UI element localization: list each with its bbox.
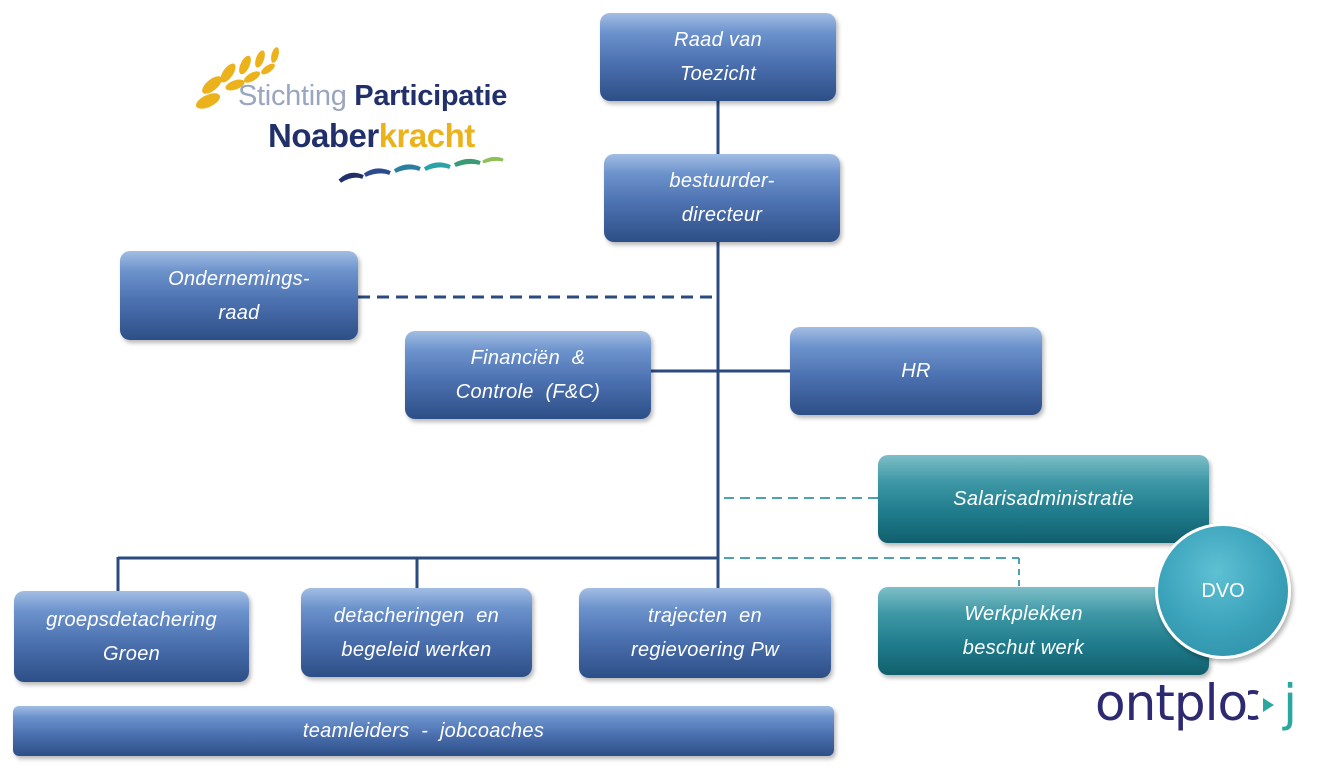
teamleiders-jobcoaches-bar: teamleiders - jobcoaches [13,706,834,756]
salarisadministratie-box: Salarisadministratie [878,455,1209,543]
bestuurder-line1: bestuurder- [669,170,775,192]
team-label: teamleiders - jobcoaches [302,720,545,742]
trajecten-regievoering-box: trajecten en regievoering Pw [579,588,831,678]
raad-line1: Raad van [673,29,762,51]
groeps-line1: groepsdetachering [46,608,217,631]
financien-controle-box: Financiën & Controle (F&C) [405,331,651,419]
ontplooj-main-text: ontplo [1095,674,1248,732]
or-line1: Ondernemings- [168,267,310,290]
traject-line2: regievoering Pw [631,639,779,661]
logo-noaber-text: Noaber [268,117,379,154]
or-line2: raad [218,301,260,324]
dvo-circle: DVO [1155,523,1291,659]
bestuurder-line2: directeur [681,204,763,226]
logo-line2: Noaberkracht [268,117,475,155]
ontplooj-play-icon [1248,690,1275,720]
ondernemingsraad-box: Ondernemings-raad [120,251,358,340]
logo-line1: Stichting Participatie [238,80,507,113]
raad-line2: Toezicht [679,63,757,85]
groeps-line2: Groen [102,642,161,665]
hr-label: HR [901,360,931,382]
ontplooj-end-text: j [1283,674,1297,732]
traject-line1: trajecten en [648,605,762,627]
logo-stichting-text: Stichting [238,80,347,112]
wheat-icon [195,47,279,109]
fc-line2: Controle (F&C) [455,381,601,403]
detach-line1: detacheringen en [333,604,500,627]
werkplekken-beschut-werk-box: Werkplekken beschut werk [878,587,1209,675]
bestuurder-directeur-box: bestuurder-directeur [604,154,840,242]
detach-line2: begeleid werken [341,638,492,661]
salaris-label: Salarisadministratie [953,488,1134,510]
waves-icon [338,156,504,183]
werk-line2: beschut werk [962,637,1085,659]
stichting-participatie-noaberkracht-logo: Stichting Participatie Noaberkracht [190,45,560,190]
fc-line1: Financiën & [470,347,586,369]
hr-box: HR [790,327,1042,415]
werk-line1: Werkplekken [964,603,1083,625]
dvo-label: DVO [1201,579,1245,602]
detacheringen-begeleid-werken-box: detacheringen en begeleid werken [301,588,532,677]
logo-participatie-text: Participatie [354,80,508,112]
logo-kracht-text: kracht [378,117,476,154]
